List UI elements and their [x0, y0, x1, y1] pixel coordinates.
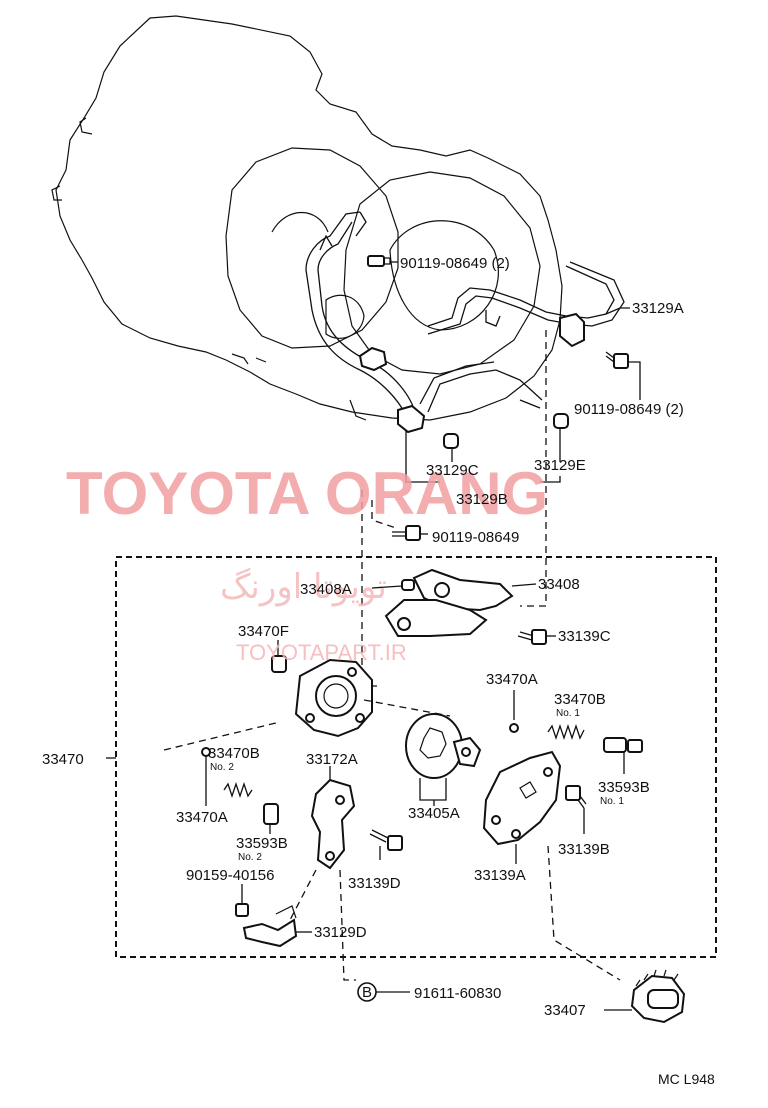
marker-letter: B	[362, 984, 372, 1001]
bolt-90119-08649-middle	[392, 525, 428, 541]
label-90119-08649-2-right: 90119-08649 (2)	[574, 401, 684, 418]
label-33172A: 33172A	[306, 751, 358, 768]
label-33470A-right: 33470A	[486, 671, 538, 688]
gear-33407	[604, 969, 686, 1024]
marker-91611: B	[357, 982, 410, 1002]
part-labels: 90119-08649 (2) 33129A 90119-08649 (2) 3…	[42, 255, 715, 1087]
leaders-box	[163, 699, 621, 981]
label-33129E: 33129E	[534, 457, 586, 474]
label-33593B-right: 33593B	[598, 779, 650, 796]
watermark-brand: TOYOTA ORANG	[66, 460, 548, 527]
label-33470A-left: 33470A	[176, 809, 228, 826]
diagram-code: MC L948	[658, 1071, 715, 1087]
pump-body	[294, 658, 373, 738]
plug-33470F	[271, 640, 287, 673]
transmission-housing	[51, 15, 563, 421]
rotor-33405A	[405, 713, 482, 806]
bolt-33139B	[565, 785, 587, 834]
assembly-box-33470	[106, 556, 717, 958]
bolt-33139C	[517, 629, 556, 645]
label-33129C: 33129C	[426, 462, 479, 479]
label-33470B-right-no: No. 1	[556, 708, 580, 719]
label-33408A: 33408A	[300, 581, 352, 598]
wire-harness-33129	[305, 211, 625, 434]
watermark-persian: تویوتا اورنگ	[220, 567, 387, 607]
label-33470B-left: 33470B	[208, 745, 260, 762]
label-33593B-left: 33593B	[236, 835, 288, 852]
plug-33593B-right	[603, 737, 643, 774]
label-33470B-left-no: No. 2	[210, 762, 234, 773]
bolt-90119-08649-upper	[367, 255, 391, 267]
bolt-33139D	[369, 829, 403, 860]
label-90119-08649: 90119-08649	[432, 529, 519, 546]
label-33139C: 33139C	[558, 628, 611, 645]
cover-plate-33139A	[482, 750, 562, 864]
label-33593B-left-no: No. 2	[238, 852, 262, 863]
bracket-33172A	[310, 766, 356, 870]
bracket-33129D	[242, 905, 312, 948]
spring-33470B-right	[547, 723, 585, 741]
label-33129D: 33129D	[314, 924, 367, 941]
spring-33470B-left	[223, 781, 253, 799]
label-33470: 33470	[42, 751, 84, 768]
label-91611-60830: 91611-60830	[414, 985, 501, 1002]
watermark-site: TOYOTAPART.IR	[236, 640, 407, 665]
bolt-90159-40156	[235, 884, 249, 917]
label-33139B: 33139B	[558, 841, 610, 858]
label-90119-08649-2-top: 90119-08649 (2)	[400, 255, 510, 272]
plug-33593B-left	[263, 803, 279, 834]
label-33139D: 33139D	[348, 875, 401, 892]
label-33470F: 33470F	[238, 623, 289, 640]
label-33407: 33407	[544, 1002, 586, 1019]
label-33129A: 33129A	[632, 300, 684, 317]
label-33593B-right-no: No. 1	[600, 796, 624, 807]
label-33408: 33408	[538, 576, 580, 593]
bolt-90119-08649-right	[605, 351, 629, 369]
label-33139A: 33139A	[474, 867, 526, 884]
ball-33470A-left	[201, 747, 211, 806]
label-33405A: 33405A	[408, 805, 460, 822]
label-90159-40156: 90159-40156	[186, 867, 274, 884]
clamp-33129C	[443, 433, 459, 449]
ball-33470A-right	[509, 690, 519, 733]
label-33470B-right: 33470B	[554, 691, 606, 708]
clamp-33129E	[553, 413, 569, 429]
shift-lever-33408	[371, 568, 537, 637]
label-33129B: 33129B	[456, 491, 508, 508]
